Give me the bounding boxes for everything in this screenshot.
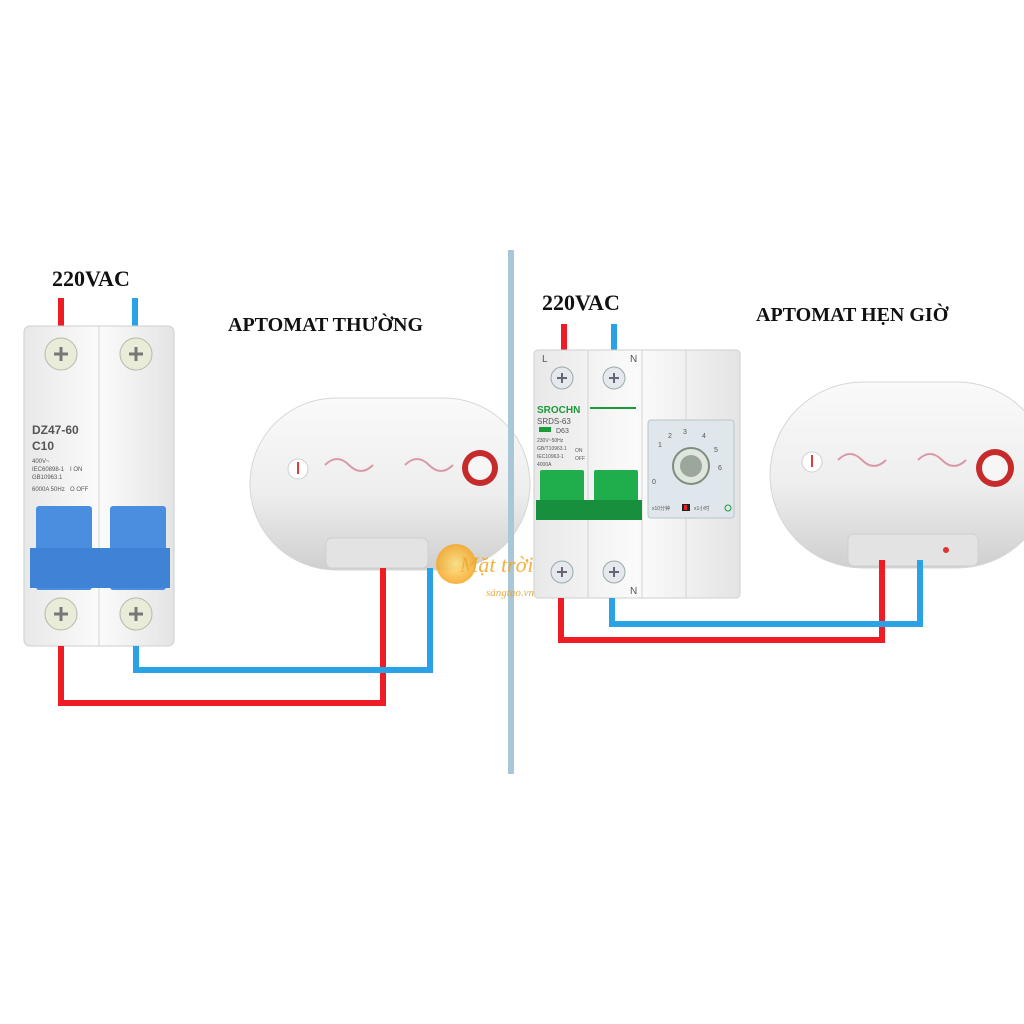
left-live-in-wire	[58, 298, 64, 334]
timer-spec-3: IEC10963-1	[537, 454, 564, 460]
right-live-in-wire	[561, 324, 567, 354]
dial-num-2: 2	[668, 433, 672, 440]
timer-brand: SROCHN	[537, 405, 580, 416]
dial-num-3: 3	[683, 429, 687, 436]
timer-off-label: OFF	[575, 456, 585, 462]
right-water-heater	[769, 381, 1024, 569]
timer-model: SRDS-63	[537, 417, 571, 426]
terminal-L-label: L	[542, 354, 548, 365]
left-breaker-spec-2: IEC60898-1	[32, 467, 65, 473]
right-neutral-out-wire	[609, 560, 923, 627]
watermark-line1: Mặt trời	[459, 552, 533, 577]
left-water-heater	[249, 397, 531, 571]
right-timer-breaker: L N N SROCHN SRDS-63 D63 230V~50Hz GB/T1…	[533, 349, 741, 599]
left-voltage-label: 220VAC	[52, 266, 130, 291]
dial-num-6: 6	[718, 465, 722, 472]
left-title: APTOMAT THƯỜNG	[228, 312, 423, 336]
right-neutral-in-wire	[611, 324, 617, 354]
left-breaker-spec-3: GB10963.1	[32, 475, 63, 481]
right-panel: 220VAC APTOMAT HẸN GIỜ L N N	[533, 290, 1024, 643]
left-breaker-on-label: I ON	[70, 467, 82, 473]
dial-scale-right: x1小时	[694, 505, 709, 512]
left-breaker: DZ47-60 C10 400V~ IEC60898-1 GB10963.1 6…	[23, 325, 175, 647]
right-title: APTOMAT HẸN GIỜ	[756, 302, 949, 326]
terminal-N-top-label: N	[630, 354, 637, 365]
dial-num-5: 5	[714, 447, 718, 454]
right-live-out-wire	[558, 560, 885, 643]
dial-num-1: 1	[658, 442, 662, 449]
timer-on-label: ON	[575, 448, 583, 454]
left-breaker-spec-1: 400V~	[32, 459, 50, 465]
right-voltage-label: 220VAC	[542, 290, 620, 315]
dial-scale-left: x10分钟	[652, 505, 670, 512]
dial-num-0: 0	[652, 479, 656, 486]
left-neutral-out-wire	[133, 568, 433, 673]
left-breaker-model: DZ47-60	[32, 423, 79, 437]
terminal-N-bottom-label: N	[630, 586, 637, 597]
timer-spec-1: 230V~50Hz	[537, 438, 564, 444]
watermark-line2: sángtạo.vn	[486, 587, 534, 599]
left-breaker-off-label: O OFF	[70, 487, 89, 493]
center-divider	[508, 250, 514, 774]
left-breaker-rating: C10	[32, 439, 54, 453]
left-panel: 220VAC APTOMAT THƯỜNG DZ47-60	[23, 266, 531, 706]
watermark: Mặt trời sángtạo.vn	[436, 544, 534, 599]
timer-rating: D63	[556, 428, 569, 435]
timer-spec-4: 4000A	[537, 462, 552, 468]
left-neutral-in-wire	[132, 298, 138, 334]
sun-logo-icon	[436, 544, 476, 584]
left-breaker-spec-4: 6000A 50Hz	[32, 487, 65, 493]
timer-spec-2: GB/T10963.1	[537, 446, 567, 452]
dial-num-4: 4	[702, 433, 706, 440]
left-live-out-wire	[58, 568, 386, 706]
